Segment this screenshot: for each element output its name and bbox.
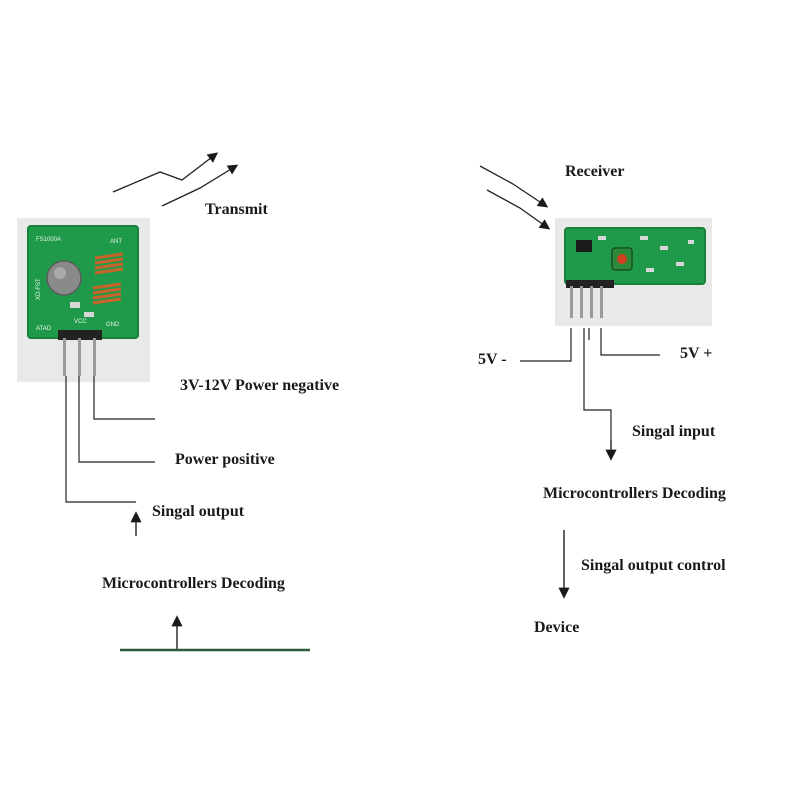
receive-wave-icon xyxy=(479,165,551,230)
transmitter-pin-header xyxy=(58,330,102,340)
coil-icon xyxy=(92,252,124,305)
transmit-label: Transmit xyxy=(205,201,268,218)
data-wire xyxy=(65,376,136,503)
pcb-side-label: XD-FST xyxy=(36,278,42,300)
receiver-wires xyxy=(520,328,660,440)
gnd-wire xyxy=(93,376,155,420)
rx-5v-minus-label: 5V - xyxy=(478,351,507,368)
rx-device-label: Device xyxy=(534,619,580,636)
tx-power-negative-label: 3V-12V Power negative xyxy=(180,377,340,394)
smd-component xyxy=(70,302,80,308)
receiver-module xyxy=(555,218,712,326)
tx-mcu-decoding-label: Microcontrollers Decoding xyxy=(102,575,285,592)
tx-signal-output-label: Singal output xyxy=(152,503,245,520)
vcc-wire xyxy=(78,376,155,463)
transmitter-wires xyxy=(65,376,155,503)
rx-5v-plus-label: 5V + xyxy=(680,345,713,362)
rx-mcu-decoding-label: Microcontrollers Decoding xyxy=(543,485,726,502)
smd-component xyxy=(84,312,94,317)
pcb-ant-label: ANT xyxy=(110,239,122,245)
receiver-chip-icon xyxy=(576,240,592,252)
transmit-wave-icon xyxy=(112,152,239,207)
receiver-pins xyxy=(570,286,603,318)
pcb-vcc-label: VCC xyxy=(74,319,87,325)
rx-data-wire xyxy=(583,328,612,440)
receiver-pin-header xyxy=(566,280,614,288)
receiver-smd-parts xyxy=(598,236,694,272)
saw-resonator-icon xyxy=(46,260,82,296)
receiver-pcb xyxy=(564,227,706,285)
transmitter-pins xyxy=(63,338,96,376)
pcb-chip-label: FS1000A xyxy=(36,237,61,243)
rx-gnd-wire xyxy=(520,328,572,362)
rx-signal-input-label: Singal input xyxy=(632,423,716,440)
tx-power-positive-label: Power positive xyxy=(175,451,275,468)
pcb-gnd-label: GND xyxy=(106,322,120,328)
transmitter-module: FS1000A ANT ATAD VCC GND XD-FST xyxy=(17,218,150,382)
rx-signal-output-control-label: Singal output control xyxy=(581,557,726,574)
receiver-label: Receiver xyxy=(565,163,625,180)
rx-vcc-wire xyxy=(600,328,660,356)
pcb-data-label: ATAD xyxy=(36,326,52,332)
receiver-adjust-icon xyxy=(617,254,627,264)
